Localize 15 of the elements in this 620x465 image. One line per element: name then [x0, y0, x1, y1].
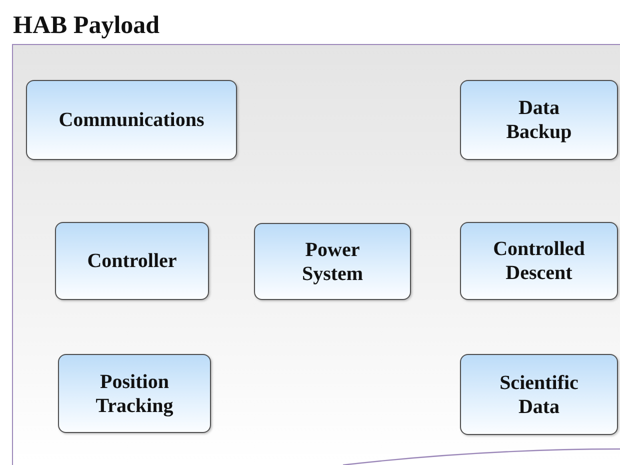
component-label: Data Backup [505, 96, 573, 144]
component-box [254, 223, 411, 300]
component-box [26, 80, 237, 160]
component-label: Controller [86, 249, 178, 273]
component-label: Position Tracking [94, 370, 174, 418]
component-label: Scientific Data [498, 370, 580, 418]
diagram-title: HAB Payload [13, 11, 160, 41]
component-box [58, 354, 211, 433]
component-box [460, 80, 618, 160]
component-box [460, 222, 618, 300]
component-box [460, 354, 618, 435]
component-box [55, 222, 209, 300]
component-label: Power System [300, 238, 364, 286]
component-label: Controlled Descent [492, 237, 586, 285]
component-label: Communications [58, 108, 206, 132]
